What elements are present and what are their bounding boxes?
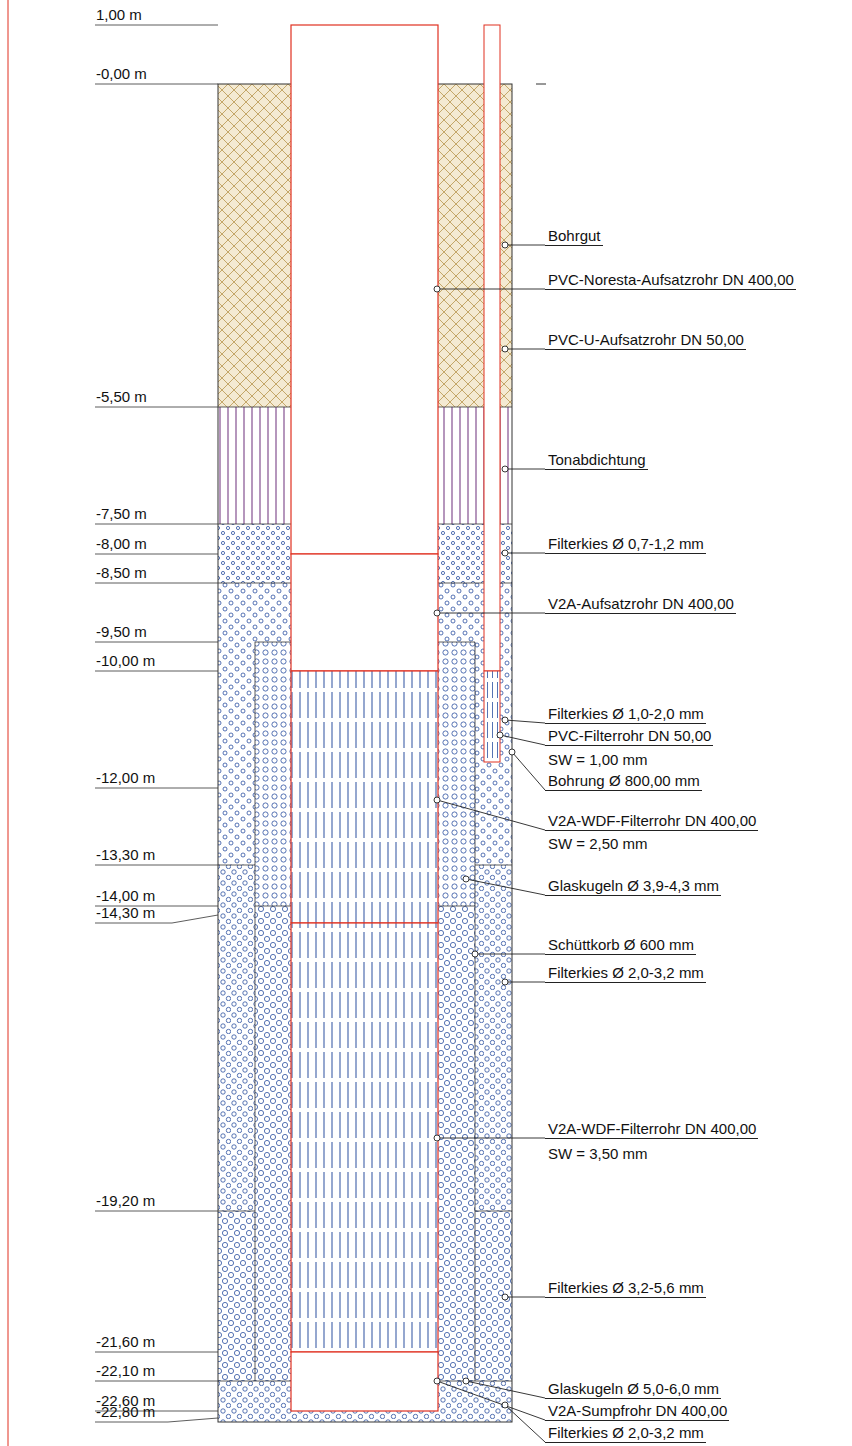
leader-dot xyxy=(502,979,508,985)
depth-label: -5,50 m xyxy=(95,389,147,405)
callout-label: PVC-U-Aufsatzrohr DN 50,00 xyxy=(545,332,746,350)
glass-bead-fill xyxy=(438,906,475,1381)
cuttings-fill xyxy=(438,84,512,407)
leader-line xyxy=(512,752,545,790)
gravel-fill xyxy=(218,1211,255,1381)
callout-label: Bohrgut xyxy=(545,228,603,246)
leader-dot xyxy=(434,286,440,292)
depth-label: -7,50 m xyxy=(95,506,147,522)
leader-line xyxy=(505,245,545,246)
callout-label: Schüttkorb Ø 600 mm xyxy=(545,937,696,955)
gravel-fill xyxy=(475,1211,512,1381)
gravel-fill xyxy=(218,865,255,1211)
depth-lines xyxy=(95,25,218,1422)
callout-label: Bohrung Ø 800,00 mm xyxy=(545,773,702,791)
leader-line xyxy=(437,1381,545,1420)
leader-dot xyxy=(472,951,478,957)
depth-label: 1,00 m xyxy=(95,7,142,23)
callout-label: Filterkies Ø 1,0-2,0 mm xyxy=(545,706,706,724)
leader-line xyxy=(500,735,545,745)
leader-line xyxy=(505,1405,545,1442)
callout-label: V2A-Aufsatzrohr DN 400,00 xyxy=(545,596,736,614)
clay-seal-fill xyxy=(218,407,291,524)
depth-label: -8,50 m xyxy=(95,565,147,581)
depth-label: -19,20 m xyxy=(95,1193,155,1209)
depth-label: -22,80 m xyxy=(95,1404,155,1420)
margin-line xyxy=(8,0,9,1446)
callout-label: SW = 1,00 mm xyxy=(548,752,648,768)
leader-dot xyxy=(502,717,508,723)
leader-line xyxy=(475,954,545,955)
depth-label: -22,10 m xyxy=(95,1363,155,1379)
ground-mark xyxy=(536,84,546,85)
clay-seal-fill xyxy=(438,407,512,524)
callout-label: V2A-Sumpfrohr DN 400,00 xyxy=(545,1403,729,1421)
callout-label: Filterkies Ø 2,0-3,2 mm xyxy=(545,1425,706,1443)
glass-bead-fill xyxy=(438,642,475,906)
leader-dot xyxy=(502,466,508,472)
leader-line xyxy=(505,720,545,723)
gravel-fill xyxy=(218,524,291,583)
callout-label: PVC-Noresta-Aufsatzrohr DN 400,00 xyxy=(545,272,796,290)
leader-dot xyxy=(434,610,440,616)
glass-bead-fill xyxy=(255,906,291,1381)
depth-label: -12,00 m xyxy=(95,770,155,786)
callout-label: PVC-Filterrohr DN 50,00 xyxy=(545,728,713,746)
depth-label: -14,30 m xyxy=(95,905,155,921)
callout-label: SW = 2,50 mm xyxy=(548,836,648,852)
leader-line xyxy=(505,349,545,350)
glass-bead-fill xyxy=(255,642,291,906)
callout-label: V2A-WDF-Filterrohr DN 400,00 xyxy=(545,813,758,831)
callout-label: Glaskugeln Ø 5,0-6,0 mm xyxy=(545,1381,721,1399)
leader-line xyxy=(505,1297,545,1298)
leader-dot xyxy=(463,1378,469,1384)
depth-label: -13,30 m xyxy=(95,847,155,863)
depth-label: -0,00 m xyxy=(95,66,147,82)
gravel-fill xyxy=(438,524,512,583)
leader-line xyxy=(437,289,545,290)
leader-line xyxy=(437,800,545,830)
filter-pipe xyxy=(291,671,438,923)
leader-dot xyxy=(502,550,508,556)
callout-label: Filterkies Ø 3,2-5,6 mm xyxy=(545,1280,706,1298)
pvc-riser-pipe xyxy=(291,25,438,554)
steel-riser-pipe xyxy=(291,554,438,671)
depth-label: -14,00 m xyxy=(95,888,155,904)
leader-dot xyxy=(502,1294,508,1300)
gravel-fill xyxy=(475,865,512,1211)
depth-label: -21,60 m xyxy=(95,1334,155,1350)
filter-pipe xyxy=(291,923,438,1352)
leader-line xyxy=(466,879,545,895)
callout-label: SW = 3,50 mm xyxy=(548,1146,648,1162)
leader-line xyxy=(505,982,545,983)
callout-label: Filterkies Ø 2,0-3,2 mm xyxy=(545,965,706,983)
depth-label: -10,00 m xyxy=(95,653,155,669)
leader-line xyxy=(505,469,545,470)
sump-pipe xyxy=(291,1352,438,1411)
depth-label: -8,00 m xyxy=(95,536,147,552)
leader-dot xyxy=(502,346,508,352)
callout-label: Filterkies Ø 0,7-1,2 mm xyxy=(545,536,706,554)
cuttings-fill xyxy=(218,84,291,407)
leader-line xyxy=(437,1138,545,1139)
small-filter-pipe xyxy=(484,671,500,762)
leader-dot xyxy=(434,797,440,803)
leader-line xyxy=(505,553,545,554)
callout-label: Glaskugeln Ø 3,9-4,3 mm xyxy=(545,878,721,896)
leader-dot xyxy=(434,1378,440,1384)
leader-dot xyxy=(434,1135,440,1141)
leader-line xyxy=(437,613,545,614)
leader-dot xyxy=(502,1402,508,1408)
callout-label: V2A-WDF-Filterrohr DN 400,00 xyxy=(545,1121,758,1139)
small-riser-pipe xyxy=(484,25,500,671)
callout-label: Tonabdichtung xyxy=(545,452,648,470)
depth-label: -9,50 m xyxy=(95,624,147,640)
leader-dot xyxy=(509,749,515,755)
leader-dot xyxy=(497,732,503,738)
leader-dot xyxy=(502,242,508,248)
leader-dot xyxy=(463,876,469,882)
